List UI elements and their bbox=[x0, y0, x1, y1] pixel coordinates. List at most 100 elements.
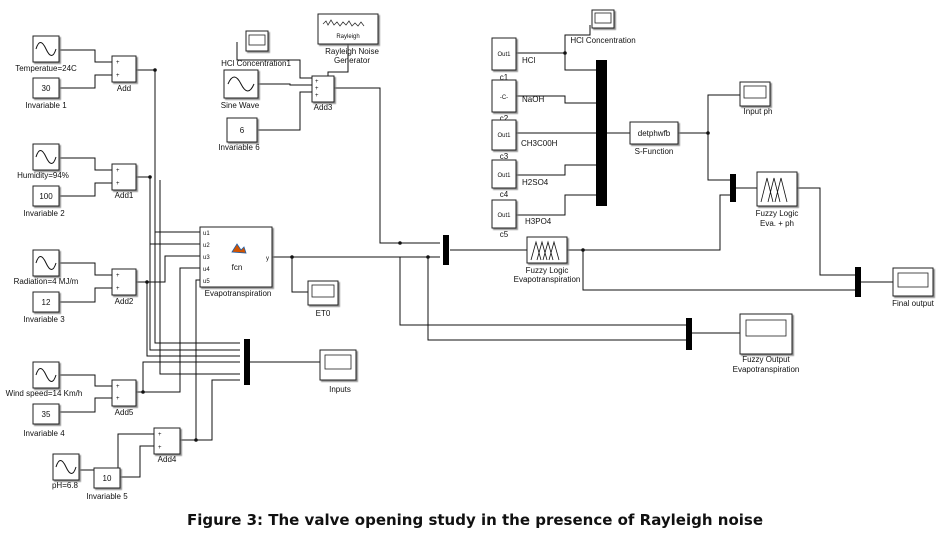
svg-text:pH=6.8: pH=6.8 bbox=[52, 481, 79, 490]
temperature-sine-block[interactable]: Temperatue=24C bbox=[15, 35, 77, 73]
final-output-scope[interactable]: Final output bbox=[892, 267, 935, 308]
figure-caption: Figure 3: The valve opening study in the… bbox=[187, 511, 763, 529]
chemical-mux[interactable] bbox=[596, 60, 607, 206]
invariable-1-value: 30 bbox=[42, 84, 51, 93]
svg-text:c5: c5 bbox=[500, 230, 509, 239]
junction-dots bbox=[141, 51, 710, 442]
svg-text:+: + bbox=[158, 432, 162, 438]
svg-text:Generator: Generator bbox=[334, 56, 370, 65]
invariable-1-label: Invariable 1 bbox=[25, 101, 67, 110]
svg-text:u4: u4 bbox=[203, 267, 210, 273]
inputs-mux[interactable] bbox=[244, 339, 250, 385]
svg-text:Wind speed=14 Km/h: Wind speed=14 Km/h bbox=[6, 389, 83, 398]
add2-block[interactable]: + + Add2 bbox=[111, 268, 137, 306]
svg-text:Out1: Out1 bbox=[497, 133, 511, 139]
svg-text:c4: c4 bbox=[500, 190, 509, 199]
svg-text:+: + bbox=[116, 73, 120, 79]
final-mux[interactable] bbox=[855, 267, 861, 297]
s-function-block[interactable]: detphwfb S-Function bbox=[629, 121, 679, 156]
svg-text:Evapotranspiration: Evapotranspiration bbox=[205, 289, 272, 298]
svg-text:HCl Concentration: HCl Concentration bbox=[570, 36, 635, 45]
ph-sine-block[interactable]: pH=6.8 bbox=[52, 453, 80, 490]
svg-text:u2: u2 bbox=[203, 243, 210, 249]
svg-text:fcn: fcn bbox=[232, 263, 243, 272]
inputs-scope[interactable]: Inputs bbox=[319, 349, 357, 394]
svg-text:Sine Wave: Sine Wave bbox=[221, 101, 260, 110]
svg-text:10: 10 bbox=[103, 474, 112, 483]
rayleigh-noise-generator[interactable]: Rayleigh Rayleigh Noise Generator bbox=[317, 13, 379, 65]
add1-block[interactable]: + + Add1 bbox=[111, 163, 137, 200]
svg-text:Fuzzy Logic: Fuzzy Logic bbox=[756, 209, 799, 218]
c5-block[interactable]: Out1 H3PO4 c5 bbox=[491, 199, 552, 239]
invariable-2-block[interactable]: 100 Invariable 2 bbox=[23, 185, 65, 218]
svg-text:Invariable 5: Invariable 5 bbox=[86, 492, 128, 501]
svg-text:12: 12 bbox=[42, 298, 51, 307]
svg-text:35: 35 bbox=[42, 410, 51, 419]
svg-text:Add4: Add4 bbox=[158, 455, 177, 464]
svg-text:c2: c2 bbox=[500, 114, 509, 123]
svg-text:+: + bbox=[315, 93, 319, 99]
humidity-sine-block[interactable]: Humidity=94% bbox=[17, 143, 69, 180]
sine-wave-block[interactable]: Sine Wave bbox=[221, 69, 260, 110]
svg-text:Rayleigh: Rayleigh bbox=[336, 34, 359, 40]
svg-text:Fuzzy Logic: Fuzzy Logic bbox=[526, 266, 569, 275]
add5-block[interactable]: + + Add5 bbox=[111, 379, 137, 417]
svg-text:Out1: Out1 bbox=[497, 173, 511, 179]
hcl-concentration-scope[interactable]: HCl Concentration bbox=[570, 9, 636, 45]
svg-text:Final output: Final output bbox=[892, 299, 935, 308]
invariable-5-block[interactable]: 10 Invariable 5 bbox=[86, 467, 128, 501]
svg-text:+: + bbox=[116, 60, 120, 66]
evap-noise-mux[interactable] bbox=[443, 235, 449, 265]
radiation-sine-block[interactable]: Radiation=4 MJ/m bbox=[14, 249, 79, 286]
svg-text:+: + bbox=[116, 273, 120, 279]
wind-sine-block[interactable]: Wind speed=14 Km/h bbox=[6, 361, 83, 398]
input-ph-scope[interactable]: Input ph bbox=[739, 81, 772, 116]
signal-wires bbox=[60, 25, 893, 478]
matlab-logo-icon bbox=[231, 243, 247, 254]
add3-block[interactable]: + + + Add3 bbox=[311, 75, 335, 112]
svg-text:Eva. + ph: Eva. + ph bbox=[760, 219, 794, 228]
svg-text:CH3C00H: CH3C00H bbox=[521, 139, 558, 148]
c2-block[interactable]: -C- NaOH c2 bbox=[491, 79, 544, 123]
invariable-6-block[interactable]: 6 Invariable 6 bbox=[218, 117, 260, 152]
ph-mux[interactable] bbox=[730, 174, 736, 202]
add-block[interactable]: + + Add bbox=[111, 55, 137, 93]
c4-block[interactable]: Out1 H2SO4 c4 bbox=[491, 159, 549, 199]
svg-text:+: + bbox=[116, 396, 120, 402]
svg-text:detphwfb: detphwfb bbox=[638, 129, 671, 138]
svg-text:Add3: Add3 bbox=[314, 103, 333, 112]
evapotranspiration-fcn-block[interactable]: u1 u2 u3 u4 u5 y fcn Evapotranspiration bbox=[199, 226, 273, 298]
temperature-label: Temperatue=24C bbox=[15, 64, 77, 73]
svg-text:u5: u5 bbox=[203, 279, 210, 285]
svg-text:+: + bbox=[315, 79, 319, 85]
fuzzy-logic-eva-ph[interactable]: Fuzzy Logic Eva. + ph bbox=[756, 171, 799, 228]
hcl-concentration1-scope[interactable]: HCl Concentration1 bbox=[221, 30, 291, 68]
svg-text:100: 100 bbox=[39, 192, 53, 201]
svg-text:Out1: Out1 bbox=[497, 213, 511, 219]
fuzzy-logic-evapotranspiration[interactable]: Fuzzy Logic Evapotranspiration bbox=[514, 236, 581, 284]
invariable-4-block[interactable]: 35 Invariable 4 bbox=[23, 403, 65, 438]
svg-text:S-Function: S-Function bbox=[635, 147, 674, 156]
svg-text:c3: c3 bbox=[500, 152, 509, 161]
svg-text:c1: c1 bbox=[500, 73, 509, 82]
invariable-1-block[interactable]: 30 Invariable 1 bbox=[25, 77, 67, 110]
humidity-label: Humidity=94% bbox=[17, 171, 69, 180]
svg-text:Fuzzy Output: Fuzzy Output bbox=[742, 355, 790, 364]
fuzzy-output-mux[interactable] bbox=[686, 318, 692, 350]
et0-scope[interactable]: ET0 bbox=[307, 280, 339, 318]
svg-text:Invariable 6: Invariable 6 bbox=[218, 143, 260, 152]
svg-text:+: + bbox=[116, 181, 120, 187]
c3-block[interactable]: Out1 CH3C00H c3 bbox=[491, 119, 558, 161]
svg-text:Invariable 4: Invariable 4 bbox=[23, 429, 65, 438]
svg-text:NaOH: NaOH bbox=[522, 95, 544, 104]
svg-text:+: + bbox=[116, 286, 120, 292]
fuzzy-output-scope[interactable]: Fuzzy Output Evapotranspiration bbox=[733, 313, 800, 374]
add4-block[interactable]: + + Add4 bbox=[153, 427, 181, 464]
c1-block[interactable]: Out1 HCl c1 bbox=[491, 37, 536, 82]
svg-text:Radiation=4 MJ/m: Radiation=4 MJ/m bbox=[14, 277, 79, 286]
svg-text:Add1: Add1 bbox=[115, 191, 134, 200]
invariable-3-block[interactable]: 12 Invariable 3 bbox=[23, 291, 65, 324]
svg-text:H2SO4: H2SO4 bbox=[522, 178, 549, 187]
svg-text:Evapotranspiration: Evapotranspiration bbox=[733, 365, 800, 374]
svg-text:Evapotranspiration: Evapotranspiration bbox=[514, 275, 581, 284]
